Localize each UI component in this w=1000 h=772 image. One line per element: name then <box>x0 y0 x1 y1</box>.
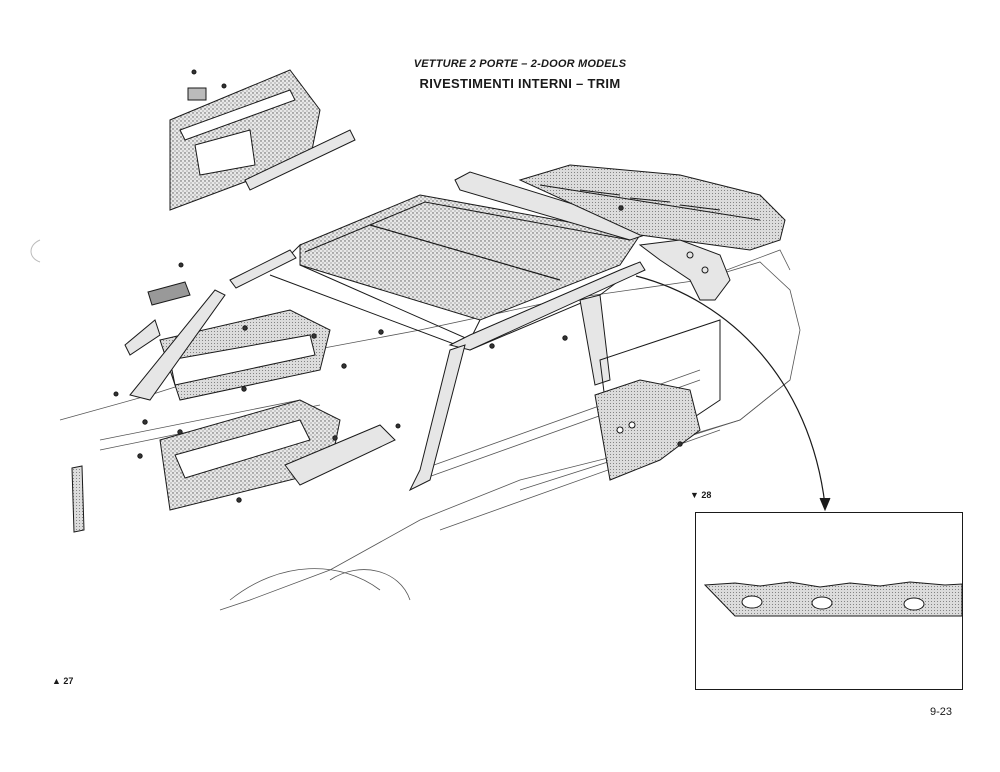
scan-mark <box>30 239 41 263</box>
b-pillar-strip <box>71 465 85 533</box>
door-trim-inset <box>169 69 356 211</box>
b-pillar-trim <box>579 294 611 386</box>
vent-grille <box>147 281 191 306</box>
a-pillar-trim <box>408 344 466 492</box>
mirror-trim <box>124 319 161 356</box>
front-header-strip <box>229 249 297 289</box>
armrest <box>284 424 396 486</box>
detail-strip <box>703 581 963 617</box>
detail-arrow <box>635 275 826 506</box>
diagram-subtitle: VETTURE 2 PORTE – 2-DOOR MODELS <box>413 58 627 70</box>
door-panel-upper <box>159 309 331 401</box>
page-number: 9-23 <box>930 706 953 718</box>
c-pillar-trim <box>638 239 731 301</box>
detail-view-box <box>695 512 963 690</box>
diagram-title: RIVESTIMENTI INTERNI – TRIM <box>419 76 621 91</box>
reference-28: ▼ 28 <box>690 490 712 500</box>
reference-27: ▲ 27 <box>52 676 74 686</box>
roof-side-rail <box>448 261 646 351</box>
door-pocket-trim <box>129 289 226 401</box>
fasteners <box>113 69 683 503</box>
rear-side-panel <box>594 379 701 481</box>
